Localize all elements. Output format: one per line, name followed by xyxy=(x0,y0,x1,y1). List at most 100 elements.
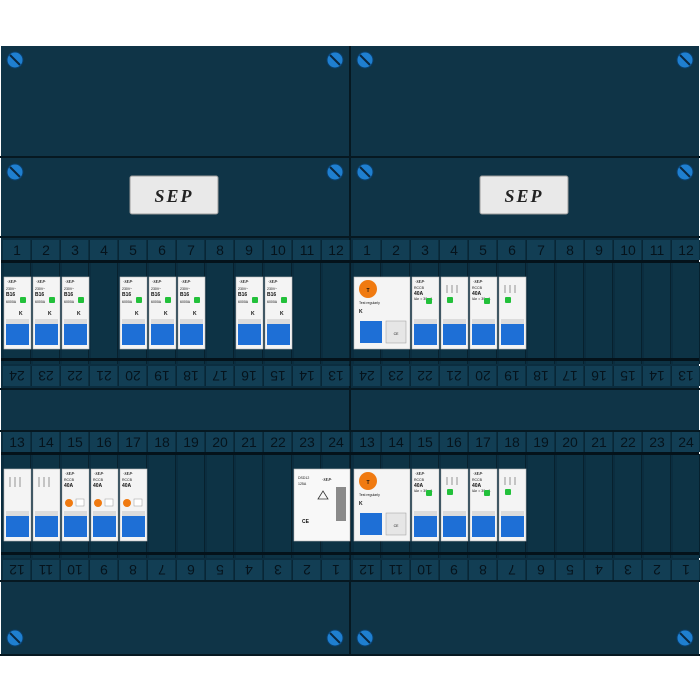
rail-a-top-number: 5 xyxy=(479,242,487,258)
rail-b-bottom-number: 2 xyxy=(303,562,311,578)
din-bar xyxy=(1,452,699,455)
mcb-breaking: 6000A xyxy=(122,300,133,304)
rail-a-bottom-cell xyxy=(585,366,613,386)
rcbo-sensitivity: IΔn = 30mA xyxy=(414,297,433,301)
rcbo-toggle xyxy=(414,323,437,345)
rail-b-bottom-number: 11 xyxy=(389,562,404,578)
rail-a-bottom-number: 20 xyxy=(125,368,141,384)
status-indicator xyxy=(20,297,26,303)
rcbo-rating: 40A xyxy=(93,483,103,489)
rail-b-slot xyxy=(207,454,233,558)
mcb-toggle xyxy=(122,323,145,345)
rail-a-bottom-number: 15 xyxy=(620,368,636,384)
rail-b-bottom-number: 7 xyxy=(508,562,516,578)
rail-a-slot-edge xyxy=(320,262,321,364)
rail-b-bottom-cell xyxy=(3,560,31,580)
rcbo-terminal xyxy=(64,511,87,516)
rail-a-bottom-cell xyxy=(322,366,350,386)
rail-a-bottom-cell xyxy=(353,366,381,386)
device-brand: -SEP- xyxy=(415,471,426,476)
rail-a-top-number: 11 xyxy=(650,242,665,258)
rail-b-bottom-cell xyxy=(119,560,147,580)
status-indicator xyxy=(136,297,142,303)
rail-a-bottom-number: 19 xyxy=(154,368,170,384)
rail-a-top-number: 12 xyxy=(328,242,344,258)
screw-icon xyxy=(356,629,374,647)
status-indicator xyxy=(426,490,432,496)
rail-b-bottom-cell xyxy=(643,560,671,580)
rail-a-bottom-number: 22 xyxy=(67,368,83,384)
rail-b-top-number: 15 xyxy=(417,434,433,450)
rail-b-top-number: 17 xyxy=(125,434,141,450)
rail-a-bottom-cell xyxy=(61,366,89,386)
breaker-devices: -SEP-230V~B166000AK-SEP-230V~B166000AK-S… xyxy=(3,276,527,542)
rail-b-top-number: 17 xyxy=(475,434,491,450)
device-brand: -SEP- xyxy=(415,279,426,284)
rail-a-slot xyxy=(586,262,612,364)
device-brand: -SEP- xyxy=(239,279,250,284)
rcd-toggle xyxy=(360,321,382,343)
rail-a-top-number: 6 xyxy=(508,242,516,258)
rcd-mark: K xyxy=(359,309,363,315)
rail-b-bottom-number: 9 xyxy=(100,562,108,578)
rail-a-top-number: 1 xyxy=(363,242,371,258)
rail-a-bottom-number: 23 xyxy=(38,368,54,384)
test-button-icon xyxy=(65,499,73,507)
rail-b-slot xyxy=(644,454,670,558)
rail-b-top-number: 15 xyxy=(67,434,83,450)
status-indicator xyxy=(426,298,432,304)
rail-a-top-cell xyxy=(527,240,555,260)
rail-b-slot-edge xyxy=(612,454,613,558)
rail-a-top-number: 11 xyxy=(300,242,315,258)
rail-a-bottom-cell xyxy=(556,366,584,386)
rail-a-top-cell xyxy=(614,240,642,260)
status-indicator xyxy=(49,297,55,303)
top-cover-panel xyxy=(351,46,699,156)
rcbo-terminal xyxy=(122,511,145,516)
pole-toggle xyxy=(443,515,466,537)
screw-slot xyxy=(359,166,371,178)
screw-icon xyxy=(6,163,24,181)
rail-b-bottom-cell xyxy=(61,560,89,580)
rail-b-bottom-cell xyxy=(235,560,263,580)
rail-a-bottom-number: 18 xyxy=(533,368,549,384)
pole-terminal xyxy=(501,511,524,516)
rail-a-top-cell xyxy=(119,240,147,260)
rail-a-slot xyxy=(294,262,320,364)
rail-b-top-cell xyxy=(440,432,468,452)
rail-b-bottom-cell xyxy=(293,560,321,580)
bottom-cover-panel xyxy=(351,582,699,654)
rail-b-slot-edge xyxy=(233,454,234,558)
device-brand: -SEP- xyxy=(152,279,163,284)
mcb-rating: B16 xyxy=(6,292,15,298)
rail-b-top-number: 23 xyxy=(649,434,665,450)
rcbo-terminal xyxy=(93,511,116,516)
rail-a-top-cell xyxy=(61,240,89,260)
rail-b-bottom-number: 10 xyxy=(67,562,83,578)
screw-slot xyxy=(329,632,341,644)
status-indicator xyxy=(505,489,511,495)
rail-a-bottom-number: 19 xyxy=(504,368,520,384)
rail-b-bottom-cell xyxy=(440,560,468,580)
rail-b-top-cell xyxy=(235,432,263,452)
rail-b-top-number: 19 xyxy=(183,434,199,450)
status-indicator xyxy=(484,490,490,496)
rail-a-top-cell xyxy=(3,240,31,260)
rail-a-bottom-cell xyxy=(411,366,439,386)
device-brand: -SEP- xyxy=(94,471,105,476)
rail-a-top-number: 9 xyxy=(245,242,253,258)
rail-b-top-cell xyxy=(3,432,31,452)
status-indicator xyxy=(484,298,490,304)
rail-a-bottom-number: 16 xyxy=(241,368,257,384)
test-text: Test regularly xyxy=(359,301,380,305)
rcd-pole xyxy=(498,276,527,350)
rail-b-top-cell xyxy=(614,432,642,452)
device-brand: -SEP- xyxy=(473,279,484,284)
rail-b-top-cell xyxy=(672,432,700,452)
